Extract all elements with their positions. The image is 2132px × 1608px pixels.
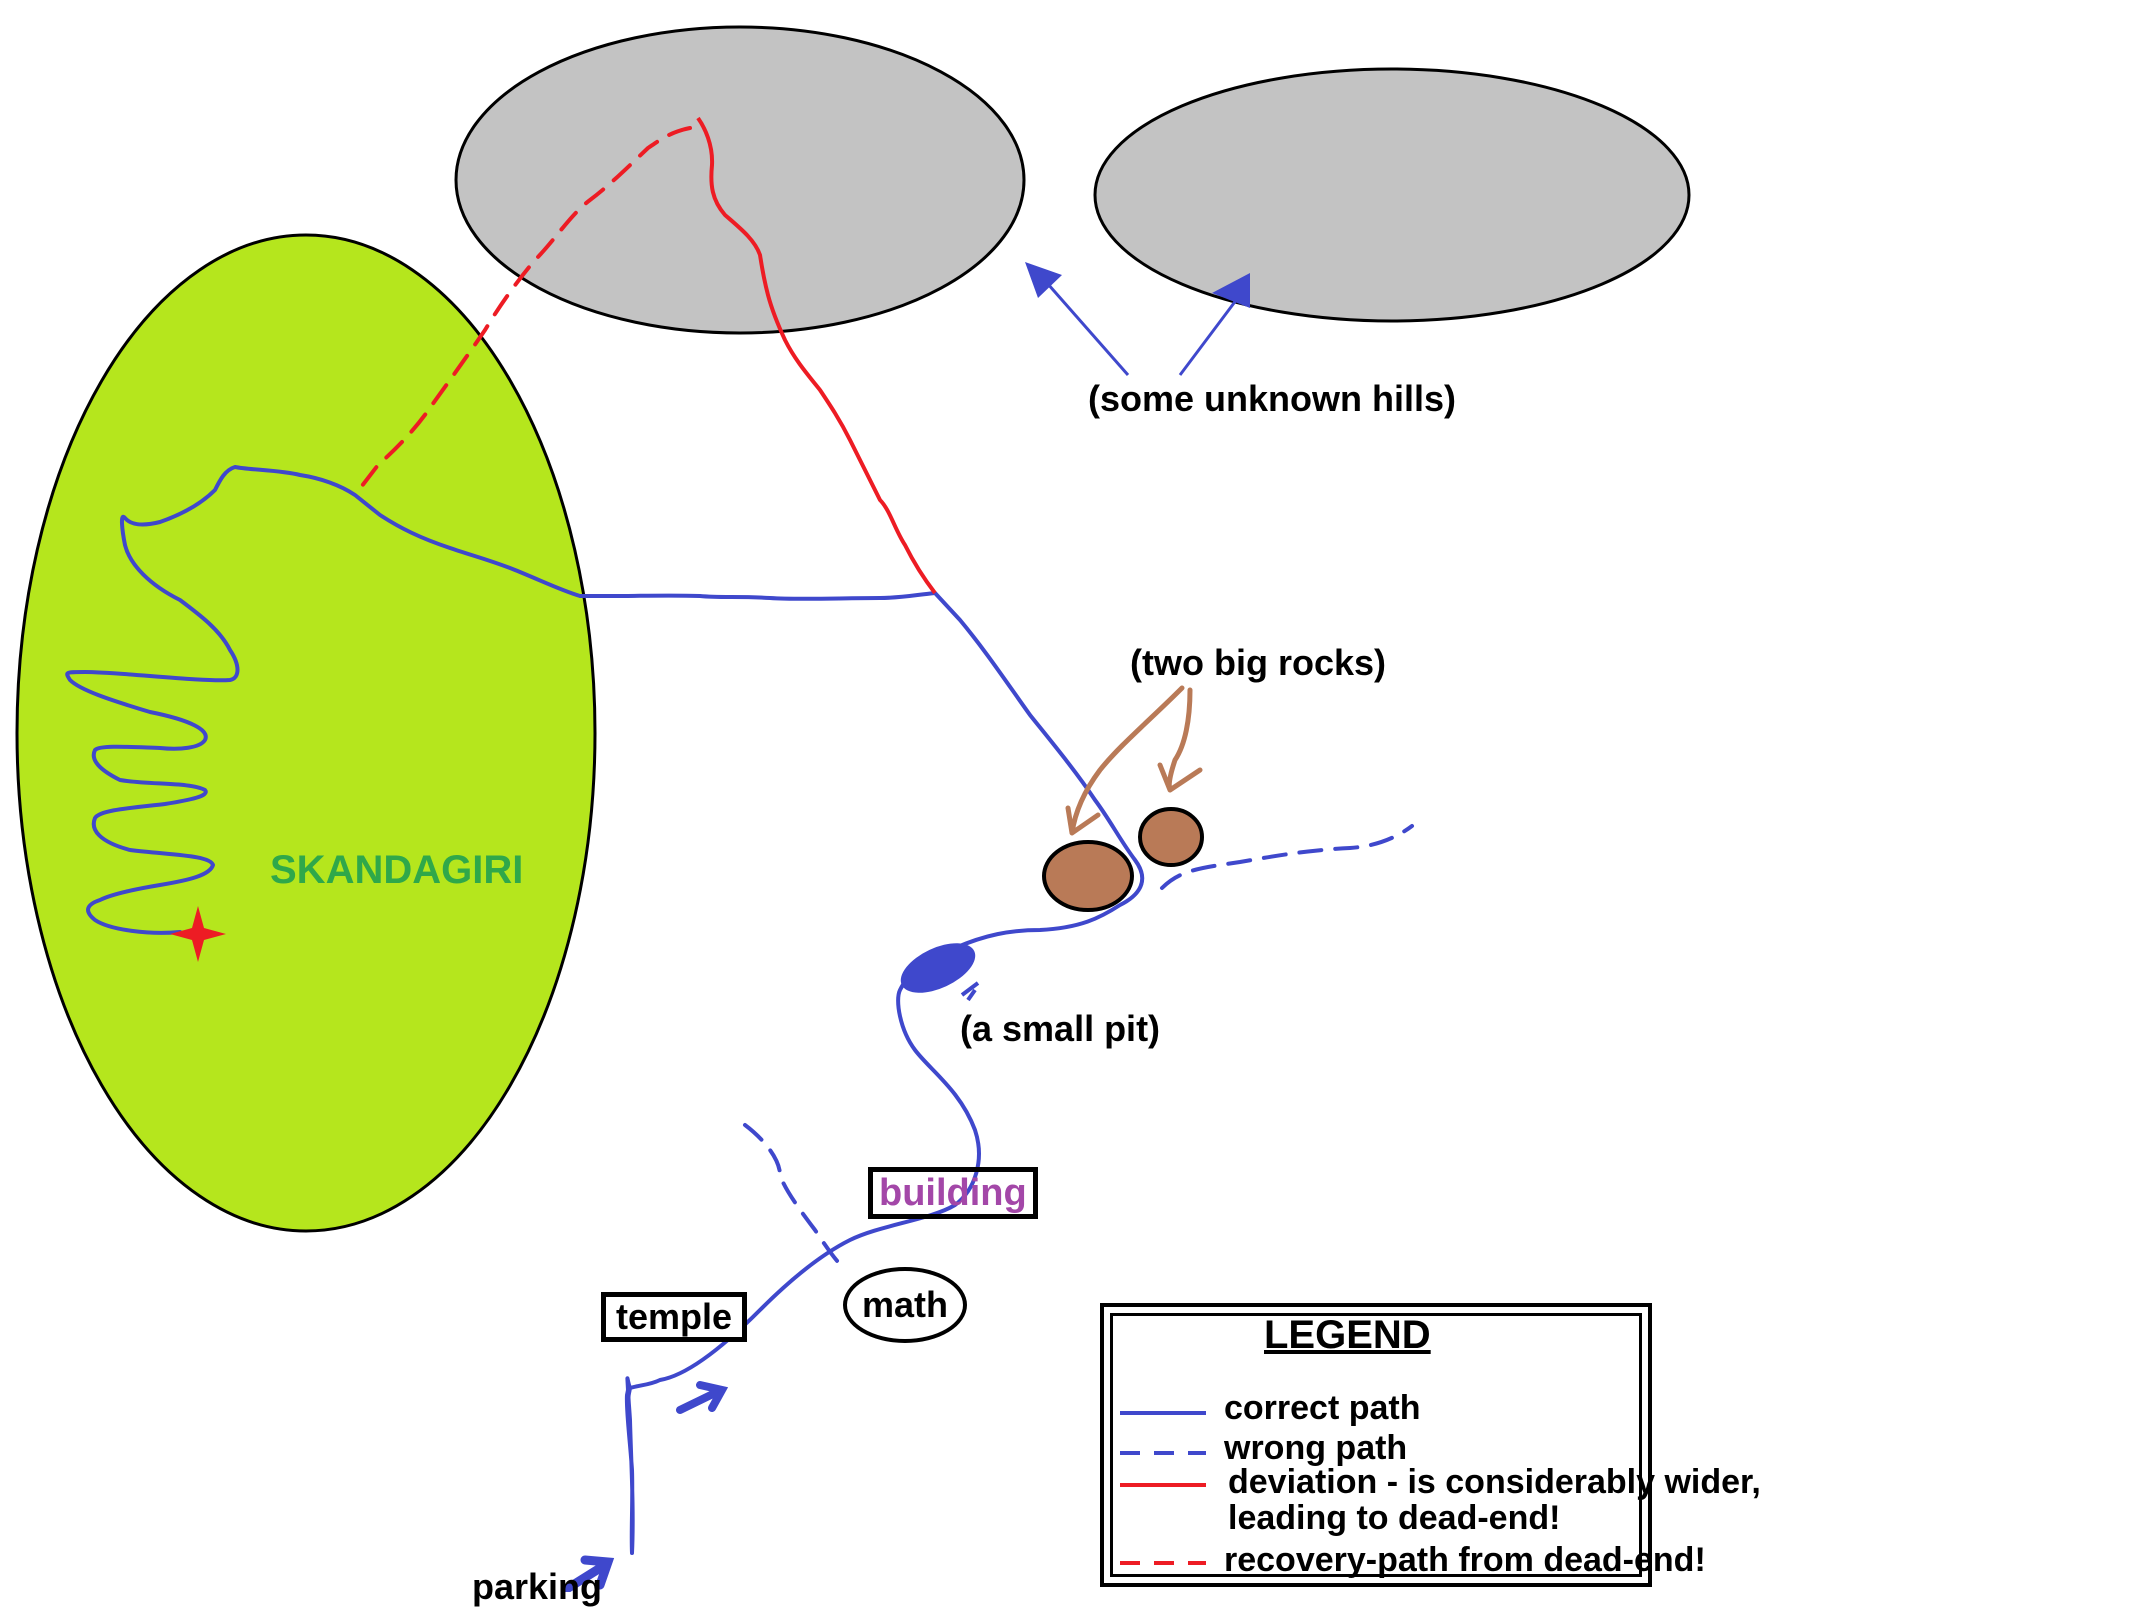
rock-large <box>1042 840 1134 912</box>
legend-inner-border <box>1110 1313 1642 1577</box>
legend-swatch-dashed-red <box>1120 1561 1206 1565</box>
rocks-arrow-left <box>1065 685 1185 836</box>
hills-arrow-left <box>1038 274 1130 376</box>
unknown-hill-right <box>1093 67 1691 323</box>
hills-arrowhead-left <box>1025 262 1062 298</box>
wrong-path-rocks <box>1160 824 1414 890</box>
math-ellipse: math <box>843 1267 967 1343</box>
hills-arrow-right <box>1178 294 1242 376</box>
pit-label: (a small pit) <box>960 1008 1161 1049</box>
legend-label: recovery-path from dead-end! <box>1224 1541 1706 1579</box>
legend-label-line2: leading to dead-end! <box>1228 1499 1561 1537</box>
skandagiri-label: SKANDAGIRI <box>270 848 524 892</box>
legend-swatch-solid-red <box>1120 1483 1206 1487</box>
rocks-arrow-right <box>1157 687 1203 793</box>
unknown-hill-left <box>454 25 1026 335</box>
wrong-path-building <box>743 1123 840 1264</box>
pit-pointer <box>960 981 980 1002</box>
math-label: math <box>861 1284 948 1325</box>
building-label: building <box>868 1167 1038 1219</box>
legend-label-line1: deviation - is considerably wider, <box>1228 1463 1761 1501</box>
temple-label: temple <box>601 1292 748 1342</box>
legend-label: wrong path <box>1224 1429 1408 1467</box>
rocks-label: (two big rocks) <box>1130 642 1387 683</box>
correct-path-upper <box>65 465 1145 950</box>
hills-label: (some unknown hills) <box>1088 378 1457 419</box>
direction-arrow-mid <box>676 1381 729 1414</box>
skandagiri-hill <box>15 233 597 1233</box>
correct-path <box>624 948 981 1555</box>
legend-swatch-dashed-blue <box>1120 1451 1206 1455</box>
summit-star-icon <box>170 906 226 962</box>
hills-arrowhead-right <box>1212 273 1250 308</box>
deviation-path <box>696 116 937 595</box>
legend-swatch-solid-blue <box>1120 1411 1206 1415</box>
legend: LEGEND correct path wrong path deviation… <box>1100 1303 1761 1587</box>
rock-small <box>1138 807 1204 867</box>
parking-label: parking <box>472 1566 603 1607</box>
legend-title: LEGEND <box>1264 1313 1431 1357</box>
direction-arrow-parking <box>560 1555 615 1592</box>
legend-label: correct path <box>1224 1389 1421 1427</box>
recovery-path <box>353 126 692 497</box>
small-pit <box>900 943 976 993</box>
